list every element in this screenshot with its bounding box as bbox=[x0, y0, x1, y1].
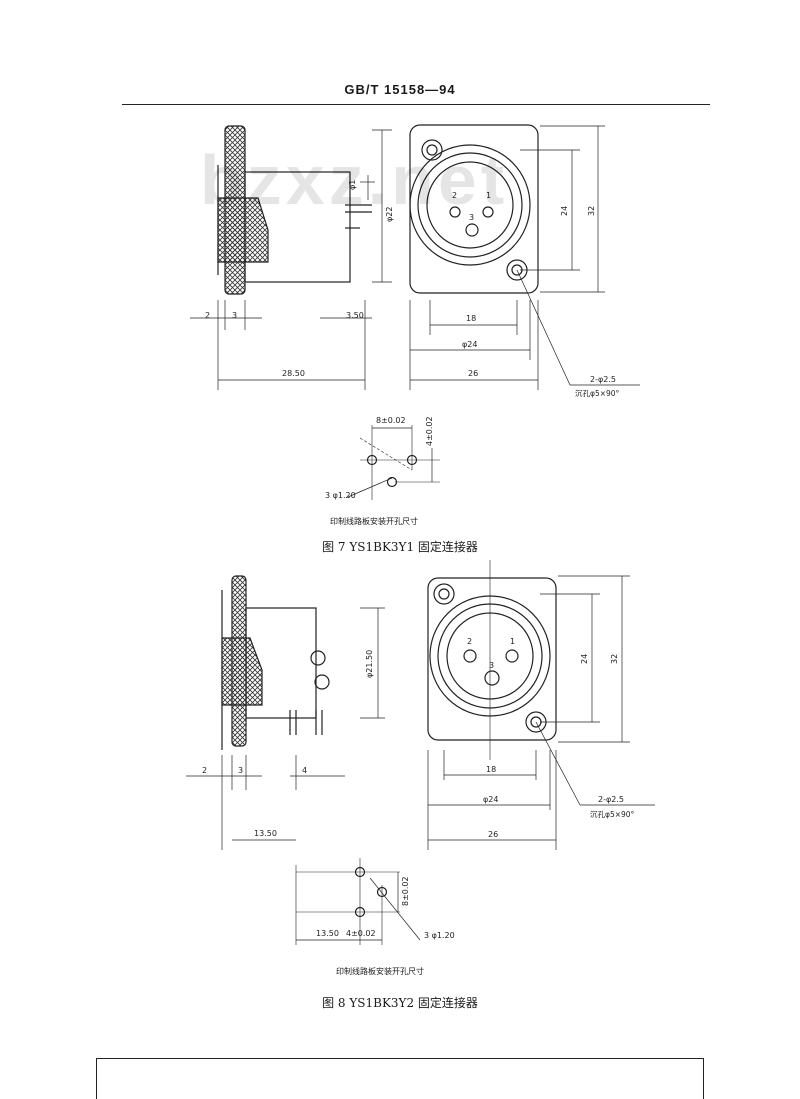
pcb-dim-1-20: 3 φ1.20 bbox=[424, 931, 455, 940]
body-side-view bbox=[245, 607, 317, 719]
pin-2 bbox=[463, 649, 477, 663]
pcb-dim-1-20: 3 φ1.20 bbox=[325, 491, 356, 500]
dim-4: 4 bbox=[302, 766, 307, 775]
dim-hole: 2-φ2.5 bbox=[598, 795, 624, 804]
dim-phi24: φ24 bbox=[483, 795, 498, 804]
figure-7-drawing: φ1 φ22 2 3 3.50 28.50 24 32 18 φ24 26 2-… bbox=[190, 124, 640, 500]
header-rule bbox=[122, 104, 710, 105]
dim-13-50: 13.50 bbox=[254, 829, 277, 838]
figure-7: φ1 φ22 2 3 3.50 28.50 24 32 18 φ24 26 2-… bbox=[190, 124, 640, 500]
dim-32: 32 bbox=[610, 654, 619, 664]
dim-24: 24 bbox=[580, 654, 589, 664]
insulator-side-view bbox=[221, 637, 263, 706]
dim-24: 24 bbox=[560, 206, 569, 216]
dim-hole: 2-φ2.5 bbox=[590, 375, 616, 384]
body-side-view bbox=[244, 171, 351, 283]
dim-d1: φ1 bbox=[348, 180, 357, 190]
dim-2: 2 bbox=[205, 311, 210, 320]
pin-label-2: 2 bbox=[467, 637, 472, 646]
dim-3-50: 3.50 bbox=[346, 311, 364, 320]
pcb-dim-4: 4±0.02 bbox=[346, 929, 376, 938]
dim-3: 3 bbox=[232, 311, 237, 320]
figure-8: φ21.50 2 3 4 13.50 24 32 18 φ24 26 2-φ2.… bbox=[0, 560, 800, 1024]
solder-cup-1 bbox=[310, 650, 326, 666]
pcb-dim-13-50: 13.50 bbox=[316, 929, 339, 938]
pin-label-1: 1 bbox=[486, 191, 491, 200]
dim-18: 18 bbox=[466, 314, 476, 323]
dim-2: 2 bbox=[202, 766, 207, 775]
dim-phi24: φ24 bbox=[462, 340, 477, 349]
dim-26: 26 bbox=[468, 369, 478, 378]
footer-box bbox=[96, 1058, 704, 1099]
dim-18: 18 bbox=[486, 765, 496, 774]
dim-d22: φ22 bbox=[385, 207, 394, 222]
fig7-pcb-caption: 印制线路板安装开孔尺寸 bbox=[330, 517, 418, 526]
figure-8-drawing: φ21.50 2 3 4 13.50 24 32 18 φ24 26 2-φ2.… bbox=[186, 560, 655, 945]
dim-32: 32 bbox=[587, 206, 596, 216]
pin-2 bbox=[449, 206, 461, 218]
watermark: bzxz.net bbox=[200, 141, 509, 219]
pin-1 bbox=[482, 206, 494, 218]
solder-cup-2 bbox=[314, 674, 330, 690]
pin-3 bbox=[484, 670, 500, 686]
pcb-dim-8: 8±0.02 bbox=[401, 876, 410, 906]
fig8-caption: 图 8 YS1BK3Y2 固定连接器 bbox=[322, 996, 478, 1010]
fig7-caption: 图 7 YS1BK3Y1 固定连接器 bbox=[322, 540, 478, 554]
pin-label-3: 3 bbox=[469, 213, 474, 222]
dim-28-50: 28.50 bbox=[282, 369, 305, 378]
dim-3: 3 bbox=[238, 766, 243, 775]
dim-d21-50: φ21.50 bbox=[365, 650, 374, 678]
front-plate bbox=[427, 577, 557, 741]
pin-label-1: 1 bbox=[510, 637, 515, 646]
mount-hole-top bbox=[421, 139, 443, 161]
dim-countersink: 沉孔φ5×90° bbox=[575, 389, 620, 398]
standard-header: GB/T 15158—94 bbox=[344, 82, 456, 97]
outer-ring bbox=[409, 144, 531, 266]
dim-26: 26 bbox=[488, 830, 498, 839]
pin-3 bbox=[465, 223, 479, 237]
pcb-dim-4: 4±0.02 bbox=[425, 416, 434, 446]
pcb-dim-8: 8±0.02 bbox=[376, 416, 406, 425]
dim-countersink: 沉孔φ5×90° bbox=[590, 810, 635, 819]
mount-hole-top bbox=[433, 583, 455, 605]
pin-label-3: 3 bbox=[489, 661, 494, 670]
pin-label-2: 2 bbox=[452, 191, 457, 200]
fig8-pcb-caption: 印制线路板安装开孔尺寸 bbox=[336, 967, 424, 976]
pin-1 bbox=[505, 649, 519, 663]
